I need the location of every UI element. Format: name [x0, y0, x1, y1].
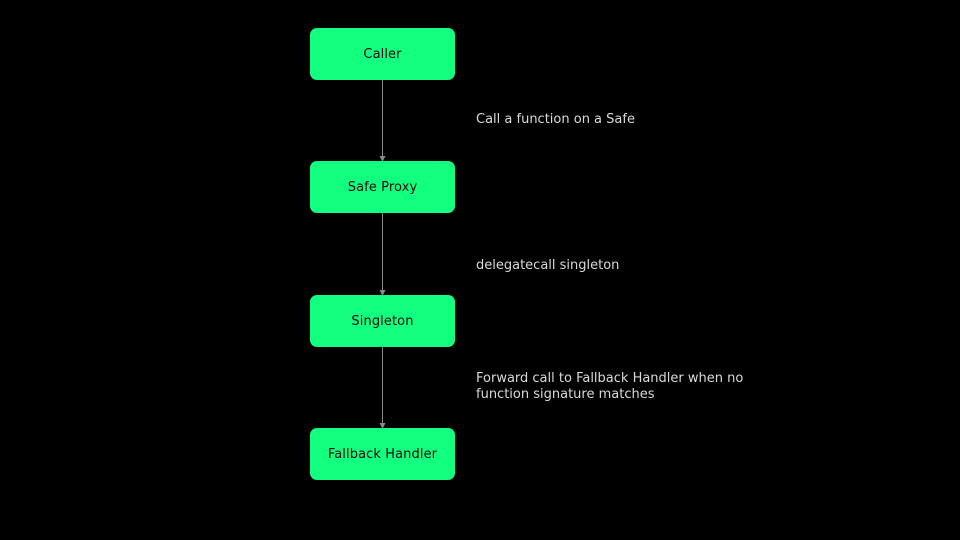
node-caller: Caller — [310, 28, 455, 80]
edge-label-delegatecall: delegatecall singleton — [476, 258, 620, 273]
node-fallback-handler: Fallback Handler — [310, 428, 455, 480]
node-fallback-handler-label: Fallback Handler — [327, 446, 438, 462]
node-singleton: Singleton — [310, 295, 455, 347]
node-safe-proxy-label: Safe Proxy — [347, 179, 418, 195]
node-safe-proxy: Safe Proxy — [310, 161, 455, 213]
edge-label-forward-call: Forward call to Fallback Handler when no… — [476, 371, 744, 402]
node-caller-label: Caller — [363, 46, 402, 62]
edge-label-call-function: Call a function on a Safe — [476, 112, 635, 127]
node-singleton-label: Singleton — [351, 313, 414, 329]
